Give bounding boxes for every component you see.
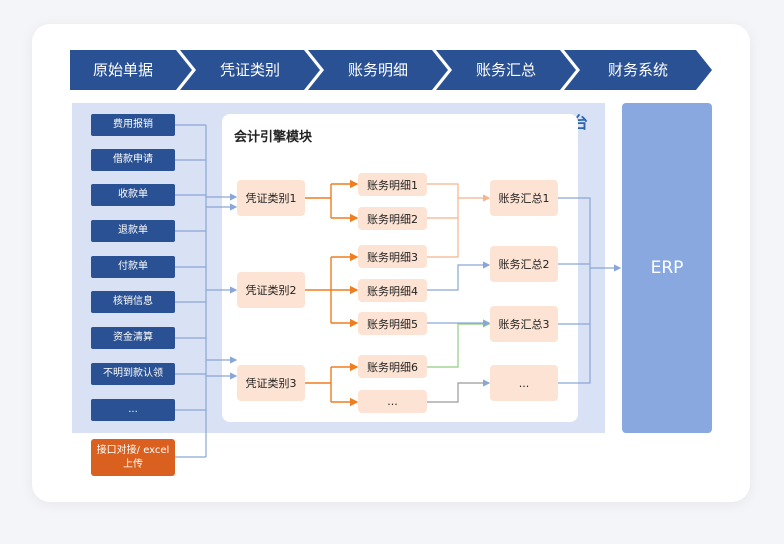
source-payment: 付款单 (91, 256, 175, 278)
account-detail-more: ... (358, 390, 427, 413)
voucher-type-3: 凭证类别3 (237, 365, 305, 401)
voucher-type-1: 凭证类别1 (237, 180, 305, 216)
source-write-off-info: 核销信息 (91, 291, 175, 313)
source-loan-application: 借款申请 (91, 149, 175, 171)
erp-system: ERP (622, 103, 712, 433)
account-detail-1: 账务明细1 (358, 173, 427, 196)
source-receipt: 收款单 (91, 184, 175, 206)
stage-label: 账务汇总 (475, 61, 536, 79)
stage-finance-system: 财务系统 (564, 50, 714, 90)
account-summary-3: 账务汇总3 (490, 306, 558, 342)
stage-voucher-type: 凭证类别 (180, 50, 320, 90)
stage-raw-documents: 原始单据 (70, 50, 192, 90)
voucher-type-2: 凭证类别2 (237, 272, 305, 308)
accounting-engine-title: 会计引擎模块 (234, 130, 313, 145)
account-summary-2: 账务汇总2 (490, 246, 558, 282)
account-detail-6: 账务明细6 (358, 355, 427, 378)
source-fund-clearing: 资金清算 (91, 327, 175, 349)
stage-label: 财务系统 (607, 61, 668, 79)
account-detail-4: 账务明细4 (358, 279, 427, 302)
account-detail-2: 账务明细2 (358, 207, 427, 230)
stage-label: 凭证类别 (219, 61, 280, 79)
source-refund: 退款单 (91, 220, 175, 242)
account-summary-more: ... (490, 365, 558, 401)
source-expense-reimbursement: 费用报销 (91, 114, 175, 136)
account-detail-5: 账务明细5 (358, 312, 427, 335)
account-summary-1: 账务汇总1 (490, 180, 558, 216)
source-unidentified-payment-claim: 不明到款认领 (91, 363, 175, 385)
stage-account-details: 账务明细 (308, 50, 448, 90)
stage-label: 原始单据 (92, 61, 153, 79)
stage-label: 账务明细 (347, 61, 408, 79)
account-detail-3: 账务明细3 (358, 245, 427, 268)
source-more: ... (91, 399, 175, 421)
source-interface-excel-upload: 接口对接/ excel上传 (91, 439, 175, 476)
stage-account-summary: 账务汇总 (436, 50, 576, 90)
